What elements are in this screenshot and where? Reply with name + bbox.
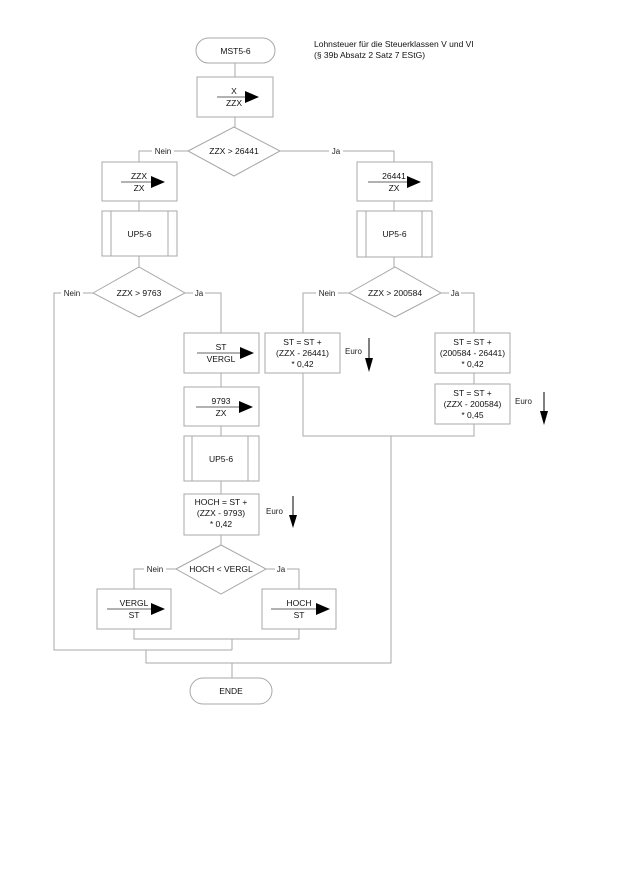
assign-arrow-icon xyxy=(316,603,330,615)
svg-text:ZX: ZX xyxy=(216,408,227,418)
svg-text:ZX: ZX xyxy=(389,183,400,193)
svg-text:* 0,42: * 0,42 xyxy=(210,519,232,529)
assign-st-vergl: ST VERGL xyxy=(183,332,260,374)
start-terminal: MST5-6 xyxy=(195,37,276,64)
assign-zzx-zx: ZZX ZX xyxy=(101,161,178,202)
assign-9793-zx: 9793 ZX xyxy=(183,386,260,427)
svg-text:ST: ST xyxy=(129,610,140,620)
svg-text:* 0,42: * 0,42 xyxy=(461,359,483,369)
decision4-yes: Ja xyxy=(451,289,460,298)
assign-26441-zx: 26441 ZX xyxy=(356,161,433,202)
euro-label: Euro xyxy=(515,397,532,406)
assign-arrow-icon xyxy=(245,91,259,103)
calc-st-no: ST = ST + (ZZX - 26441) * 0,42 xyxy=(264,332,341,374)
calc-st-yes-2: ST = ST + (ZZX - 200584) * 0,45 xyxy=(434,383,511,425)
svg-text:9793: 9793 xyxy=(212,396,231,406)
assign-arrow-icon xyxy=(239,401,253,413)
svg-text:ZX: ZX xyxy=(134,183,145,193)
svg-text:HOCH = ST +: HOCH = ST + xyxy=(195,497,248,507)
assign-vergl-st: VERGL ST xyxy=(96,588,172,630)
svg-text:ZZX: ZZX xyxy=(226,98,242,108)
svg-text:ZZX > 200584: ZZX > 200584 xyxy=(368,288,422,298)
assign-arrow-icon xyxy=(151,176,165,188)
svg-text:* 0,45: * 0,45 xyxy=(461,410,483,420)
decision1-no: Nein xyxy=(155,147,171,156)
decision2-yes: Ja xyxy=(195,289,204,298)
svg-text:ST = ST +: ST = ST + xyxy=(453,337,491,347)
svg-text:VERGL: VERGL xyxy=(207,354,236,364)
svg-text:UP5-6: UP5-6 xyxy=(382,229,406,239)
euro-label: Euro xyxy=(345,347,362,356)
end-terminal: ENDE xyxy=(189,677,273,705)
svg-text:ST = ST +: ST = ST + xyxy=(453,388,491,398)
decision-zzx-200584: ZZX > 200584 Nein Ja xyxy=(316,266,461,318)
decision3-no: Nein xyxy=(147,565,163,574)
svg-text:ZZX > 9763: ZZX > 9763 xyxy=(117,288,162,298)
svg-text:X: X xyxy=(231,86,237,96)
end-label: ENDE xyxy=(219,686,243,696)
svg-text:ST = ST +: ST = ST + xyxy=(283,337,321,347)
svg-text:26441: 26441 xyxy=(382,171,406,181)
svg-text:ZZX > 26441: ZZX > 26441 xyxy=(209,146,259,156)
svg-text:(ZZX - 26441): (ZZX - 26441) xyxy=(276,348,329,358)
decision1-yes: Ja xyxy=(332,147,341,156)
svg-text:UP5-6: UP5-6 xyxy=(209,454,233,464)
assign-hoch-st: HOCH ST xyxy=(261,588,337,630)
rounding-down-arrow-icon xyxy=(540,392,548,425)
assign-x-zzx: X ZZX xyxy=(196,76,274,118)
calc-st-yes-1: ST = ST + (200584 - 26441) * 0,42 xyxy=(434,332,511,374)
assign-arrow-icon xyxy=(407,176,421,188)
assign-arrow-icon xyxy=(151,603,165,615)
calc-hoch: HOCH = ST + (ZZX - 9793) * 0,42 xyxy=(183,493,260,536)
decision-zzx-9763: ZZX > 9763 Nein Ja xyxy=(61,266,205,318)
svg-text:(ZZX - 200584): (ZZX - 200584) xyxy=(444,399,502,409)
title-line1: Lohnsteuer für die Steuerklassen V und V… xyxy=(314,39,474,49)
svg-text:UP5-6: UP5-6 xyxy=(127,229,151,239)
svg-text:ST: ST xyxy=(216,342,227,352)
subroutine-up5-6-left-2: UP5-6 xyxy=(183,435,260,482)
svg-text:(ZZX - 9793): (ZZX - 9793) xyxy=(197,508,245,518)
svg-text:ZZX: ZZX xyxy=(131,171,147,181)
subroutine-up5-6-right: UP5-6 xyxy=(356,210,433,258)
decision-zzx-26441: ZZX > 26441 Nein Ja xyxy=(152,126,343,177)
rounding-down-arrow-icon xyxy=(289,496,297,528)
rounding-down-arrow-icon xyxy=(365,338,373,372)
decision2-no: Nein xyxy=(64,289,80,298)
euro-label: Euro xyxy=(266,507,283,516)
svg-text:HOCH < VERGL: HOCH < VERGL xyxy=(189,564,253,574)
svg-text:VERGL: VERGL xyxy=(120,598,149,608)
svg-text:HOCH: HOCH xyxy=(286,598,311,608)
svg-text:* 0,42: * 0,42 xyxy=(291,359,313,369)
start-label: MST5-6 xyxy=(220,46,251,56)
assign-arrow-icon xyxy=(240,347,254,359)
title-line2: (§ 39b Absatz 2 Satz 7 EStG) xyxy=(314,50,425,60)
decision-hoch-vergl: HOCH < VERGL Nein Ja xyxy=(144,544,287,595)
decision4-no: Nein xyxy=(319,289,335,298)
svg-text:(200584 - 26441): (200584 - 26441) xyxy=(440,348,505,358)
svg-text:ST: ST xyxy=(294,610,305,620)
decision3-yes: Ja xyxy=(277,565,286,574)
subroutine-up5-6-left: UP5-6 xyxy=(101,210,178,257)
